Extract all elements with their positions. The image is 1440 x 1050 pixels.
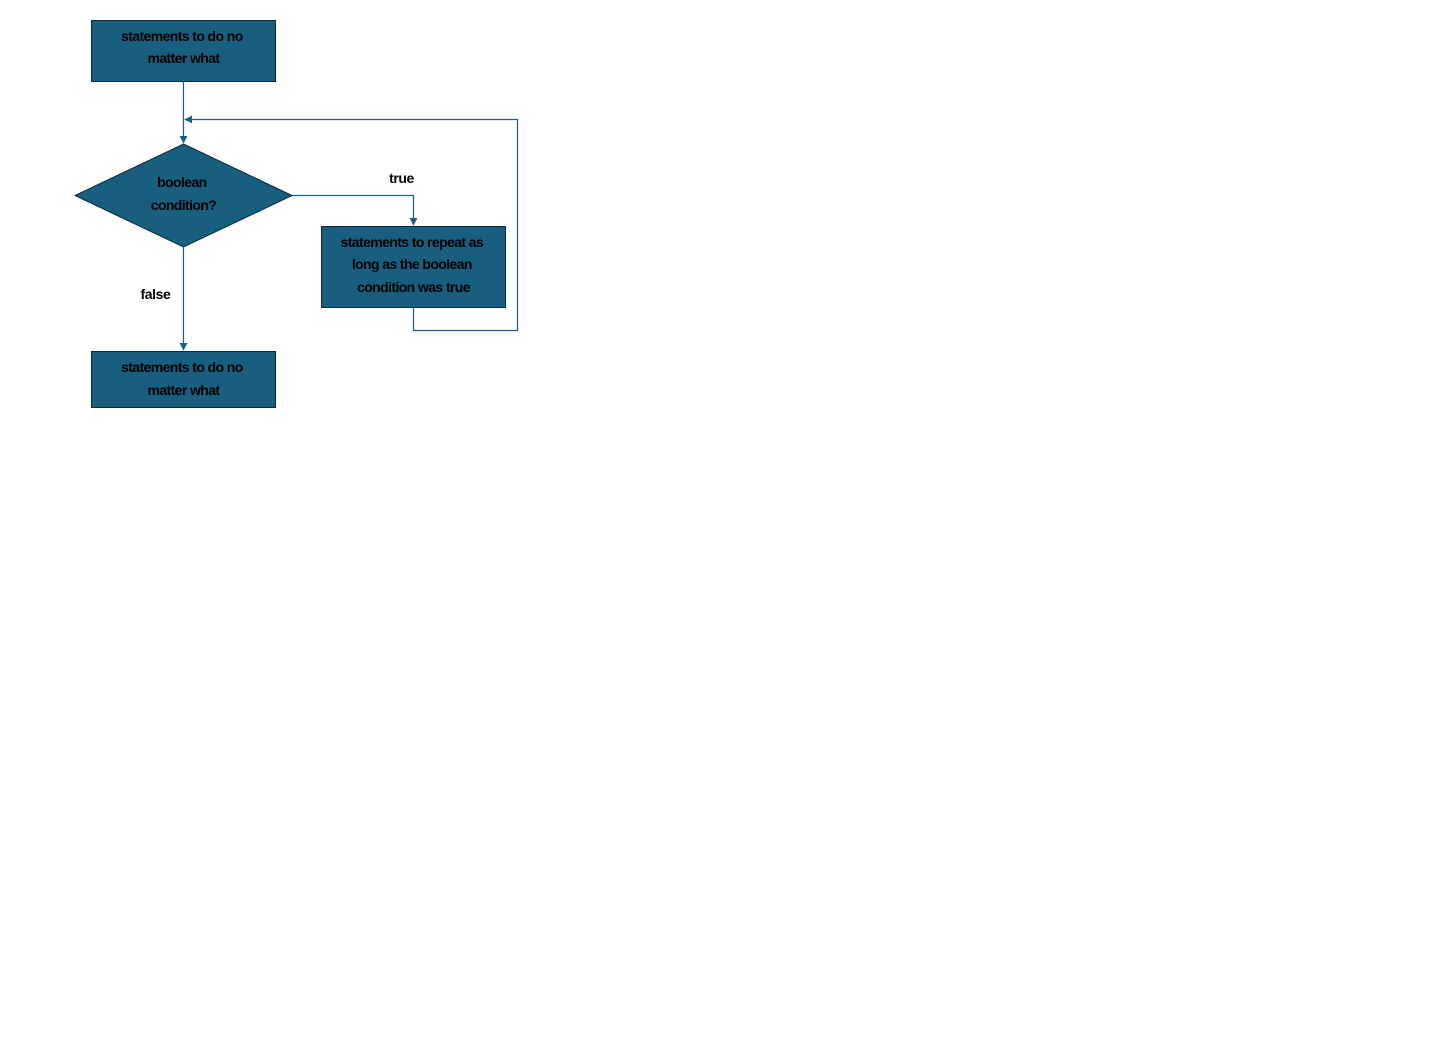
- condition-label-line-1: boolean: [157, 174, 207, 190]
- node-start: statements to do no matter what: [91, 20, 276, 82]
- loop-body-label: statements to repeat as long as the bool…: [341, 234, 487, 295]
- loop-body-label-line-2: long as the boolean: [352, 256, 472, 272]
- false-branch-label: false: [141, 286, 172, 302]
- end-label-line-2: matter what: [148, 382, 221, 398]
- start-label-line-1: statements to do no: [121, 28, 243, 44]
- end-label-line-1: statements to do no: [121, 359, 243, 375]
- condition-label: boolean condition?: [151, 174, 217, 213]
- node-end: statements to do no matter what: [91, 351, 276, 408]
- end-box: [91, 351, 276, 408]
- loop-body-box: [321, 226, 506, 308]
- edge-loop-back: [184, 115, 519, 332]
- node-loop-body: statements to repeat as long as the bool…: [321, 226, 506, 308]
- edges: [179, 81, 519, 351]
- condition-diamond: [73, 143, 294, 248]
- true-branch-label: true: [389, 170, 414, 186]
- node-condition: boolean condition?: [73, 143, 294, 248]
- edge-condition-true: [292, 194, 418, 226]
- loop-body-label-line-1: statements to repeat as: [341, 234, 484, 250]
- start-label-line-2: matter what: [148, 50, 221, 66]
- condition-label-line-2: condition?: [151, 197, 217, 213]
- start-box-label: statements to do no matter what: [121, 28, 246, 66]
- end-box-label: statements to do no matter what: [121, 359, 246, 398]
- start-box: [91, 20, 276, 82]
- loop-body-label-line-3: condition was true: [357, 279, 471, 295]
